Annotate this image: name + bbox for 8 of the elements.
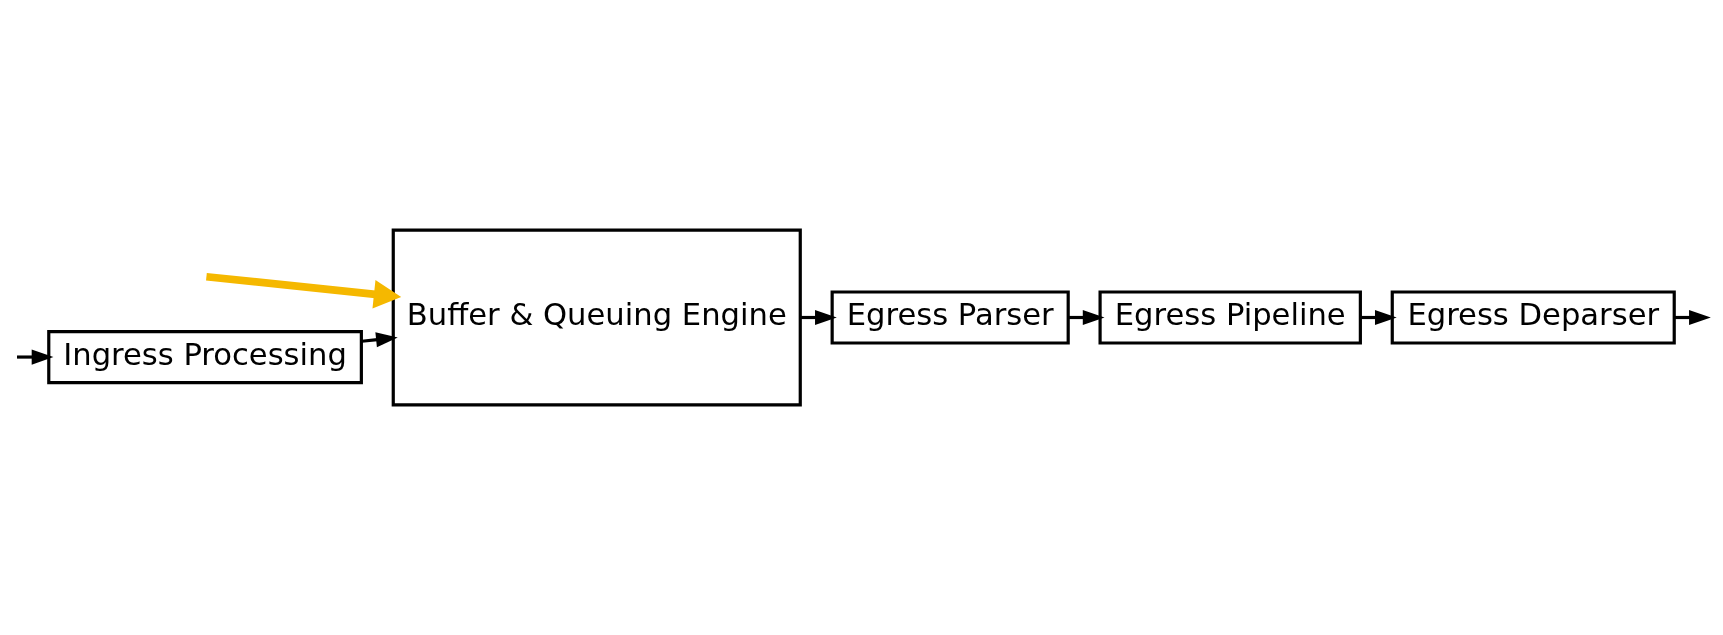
node-box: Egress Pipeline	[1098, 290, 1362, 345]
node-box: Egress Parser	[830, 290, 1070, 345]
node-box: Ingress Processing	[47, 329, 363, 385]
node-box: Buffer & Queuing Engine	[391, 228, 802, 407]
arrow	[17, 349, 54, 365]
arrow	[1068, 309, 1105, 326]
arrow	[361, 332, 398, 348]
node-box: Egress Deparser	[1390, 290, 1676, 345]
